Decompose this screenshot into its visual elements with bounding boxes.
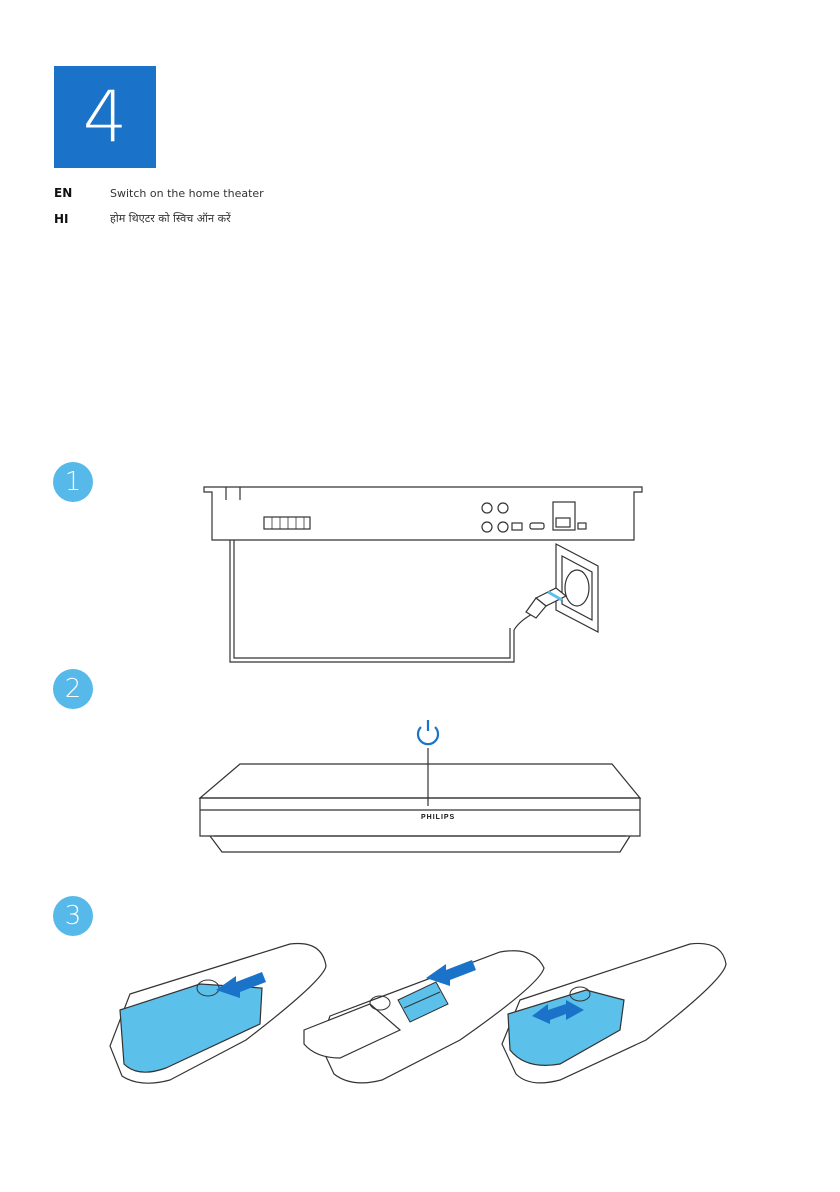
- brand-label: PHILIPS: [421, 814, 455, 821]
- wall-socket-illustration: [526, 544, 598, 632]
- front-unit-illustration: [200, 748, 640, 852]
- remote-1: [110, 943, 326, 1083]
- rear-panel-illustration: [204, 487, 642, 662]
- power-icon: [418, 720, 438, 744]
